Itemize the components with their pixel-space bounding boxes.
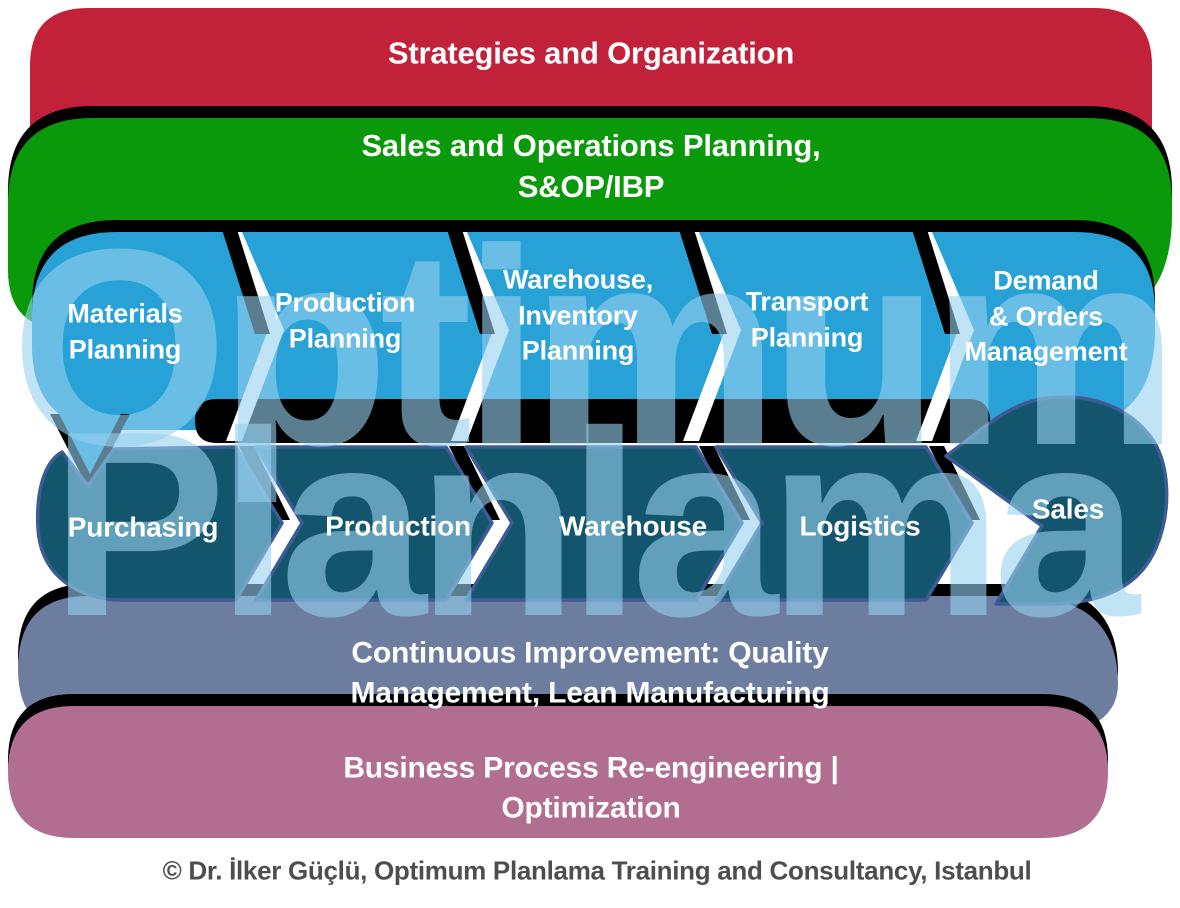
band-label-sandop: Sales and Operations Planning, S&OP/IBP	[361, 128, 821, 204]
band-shape-bpr	[8, 706, 1108, 838]
band-shape-planning	[32, 232, 1155, 430]
planning-separator-black	[444, 220, 495, 334]
planning-separator-black	[909, 220, 960, 334]
execution-separator-black	[239, 446, 290, 520]
chevron-label-transport-planning: Transport Planning	[745, 286, 869, 352]
chevron-logistics	[714, 445, 974, 602]
band-label-strategies: Strategies and Organization	[387, 35, 795, 71]
planning-separator-white	[916, 232, 974, 441]
planning-separator-black	[676, 220, 727, 334]
chevron-label-materials-planning: Materials Planning	[67, 298, 183, 364]
planning-separator-white	[683, 232, 741, 441]
planning-separator-black	[219, 220, 270, 334]
execution-separator-black	[449, 446, 500, 520]
chevron-label-purchasing: Purchasing	[67, 511, 219, 543]
chevron-label-logistics: Logistics	[799, 510, 921, 542]
band-label-bpr-optimization: Business Process Re-engineering | Optimi…	[343, 751, 839, 824]
chevron-purchasing	[35, 445, 284, 602]
band-label-continuous-improvement: Continuous Improvement: Quality Manageme…	[350, 636, 830, 709]
chevron-warehouse	[464, 445, 744, 602]
chevron-label-demand-orders-management: Demand & Orders Management	[964, 265, 1128, 367]
planning-separator-white	[226, 232, 284, 441]
chevron-label-warehouse: Warehouse	[558, 510, 708, 542]
chevron-sales	[944, 395, 1169, 606]
chevron-label-production: Production	[325, 510, 471, 542]
planning-separator-white	[451, 232, 509, 441]
execution-separator-black	[929, 446, 980, 520]
chevron-label-warehouse-inventory-planning: Warehouse, Inventory Planning	[502, 264, 654, 366]
chevron-production	[254, 445, 494, 602]
chevron-label-production-planning: Production Planning	[274, 287, 416, 353]
down-connector-blue	[57, 410, 123, 474]
connector-bar	[195, 399, 990, 443]
copyright-line: © Dr. İlker Güçlü, Optimum Planlama Trai…	[162, 855, 1032, 886]
chevron-label-sales: Sales	[1031, 493, 1105, 525]
execution-separator-black	[699, 446, 750, 520]
